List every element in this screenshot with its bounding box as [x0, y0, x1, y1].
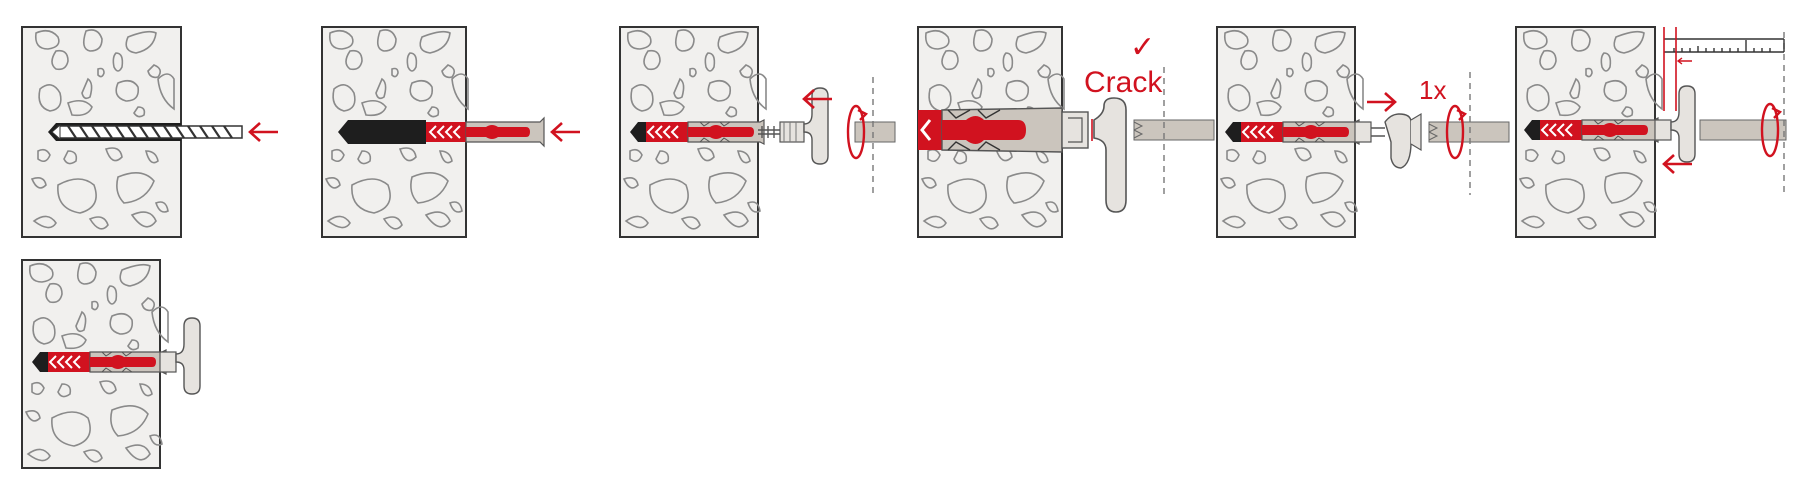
step-2-insert-plug — [321, 26, 582, 239]
gap-arrow-icon — [1676, 57, 1692, 65]
step-7-illustration — [21, 259, 201, 469]
hook-icon — [1654, 85, 1696, 163]
step-4-illustration: Crack ✓ — [917, 26, 1215, 238]
turn-count-label: 1x — [1419, 75, 1446, 105]
plug-icon — [31, 349, 167, 375]
step-1-drill-hole — [21, 26, 282, 239]
screw-thread — [758, 126, 780, 138]
plug-icon-zoomed — [918, 107, 1063, 153]
crack-label: Crack — [1084, 66, 1163, 99]
hook-base — [1354, 121, 1385, 143]
screwdriver-bit-icon — [1133, 119, 1215, 141]
check-mark-icon: ✓ — [1130, 31, 1155, 64]
step-4-crack-check: Crack ✓ — [917, 26, 1215, 239]
screwdriver-bit-icon — [1428, 121, 1510, 143]
hook-icon — [1093, 97, 1127, 213]
hook-icon — [159, 317, 201, 395]
ruler-icon — [1664, 38, 1785, 53]
step-3-illustration — [619, 26, 896, 238]
plug-icon — [1523, 117, 1659, 143]
screwdriver-bit-icon — [1699, 119, 1787, 141]
plug-icon — [426, 116, 545, 148]
step-6-illustration — [1515, 26, 1787, 238]
screwdriver-bit-icon — [854, 121, 896, 143]
plug-icon — [629, 119, 765, 145]
pull-arrow-icon — [1365, 91, 1397, 113]
plug-icon — [1224, 119, 1360, 145]
step-3-screw-in-hook — [619, 26, 896, 239]
step-5-back-off: 1x — [1216, 26, 1510, 239]
drilled-hole — [338, 120, 426, 144]
step-7-finished — [21, 259, 222, 472]
step-5-illustration: 1x — [1216, 26, 1510, 238]
hook-base — [1061, 111, 1089, 149]
insert-arrow-icon — [550, 121, 582, 143]
step-2-illustration — [321, 26, 582, 238]
insert-arrow-icon — [248, 121, 280, 143]
step-6-measure-align — [1515, 26, 1787, 239]
hook-icon-rotated — [1384, 112, 1422, 169]
step-1-illustration — [21, 26, 280, 238]
drill-bit-icon — [48, 123, 243, 141]
hook-icon — [779, 87, 829, 165]
